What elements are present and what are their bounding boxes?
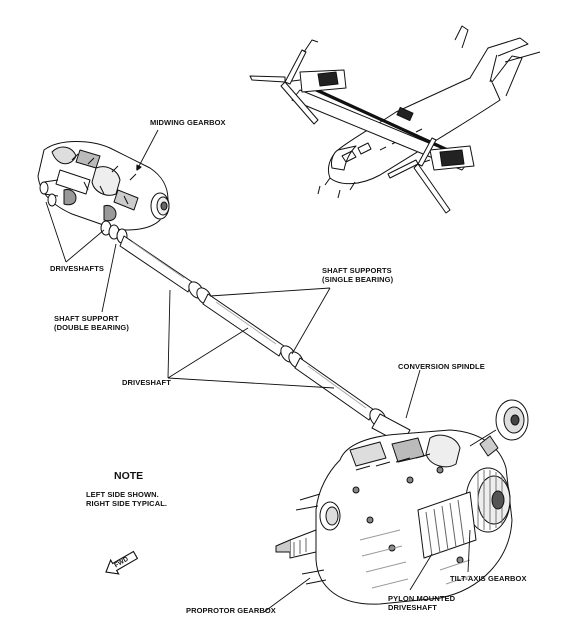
label-shaft-supports-single-line-1: SHAFT SUPPORTS [322,266,392,275]
label-conversion-spindle: CONVERSION SPINDLE [398,362,485,371]
label-shaft-support-double-line-1: SHAFT SUPPORT [54,314,119,323]
label-shaft-support-double: SHAFT SUPPORT (DOUBLE BEARING) [54,314,129,332]
label-pylon-mounted-line-1: PYLON MOUNTED [388,594,456,603]
label-shaft-supports-single-line-2: (SINGLE BEARING) [322,275,394,284]
note-text: LEFT SIDE SHOWN. RIGHT SIDE TYPICAL. [86,490,167,508]
fwd-arrow-icon [105,550,139,575]
label-pylon-mounted-line-2: DRIVESHAFT [388,603,437,612]
label-midwing-gearbox: MIDWING GEARBOX [150,118,226,127]
label-shaft-support-double-line-2: (DOUBLE BEARING) [54,323,129,332]
label-pylon-mounted-driveshaft: PYLON MOUNTED DRIVESHAFT [388,594,455,612]
note-title: NOTE [114,470,144,482]
label-driveshafts: DRIVESHAFTS [50,264,105,273]
note-line-2: RIGHT SIDE TYPICAL. [86,499,168,508]
label-proprotor-gearbox: PROPROTOR GEARBOX [186,606,276,615]
proprotor-gearbox-illustration [275,399,529,605]
label-tilt-axis-gearbox: TILT-AXIS GEARBOX [450,574,527,583]
driveshaft-illustration [119,235,387,428]
label-driveshaft: DRIVESHAFT [122,378,171,387]
leader-lines [45,129,471,613]
midwing-gearbox-illustration [37,141,170,244]
note-line-1: LEFT SIDE SHOWN. [86,490,159,499]
label-shaft-supports-single: SHAFT SUPPORTS (SINGLE BEARING) [322,266,393,284]
aircraft-illustration [249,25,541,214]
